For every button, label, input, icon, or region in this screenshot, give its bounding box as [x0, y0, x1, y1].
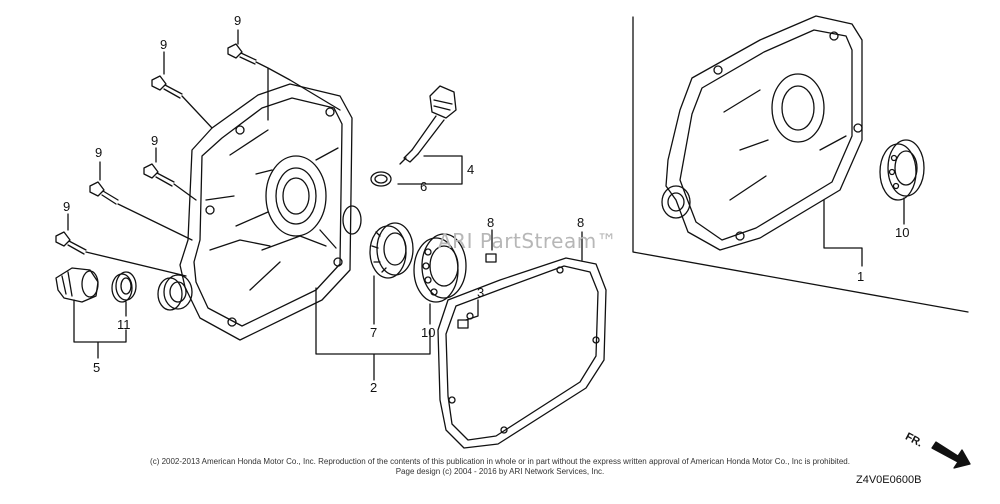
small-oil-seal: [111, 271, 137, 303]
inset-divider-line: [632, 16, 969, 313]
cover-boss: [157, 277, 183, 311]
bolt-2: [151, 75, 183, 99]
breather-cap: [55, 267, 99, 303]
callout-1-inset-cover: 1: [857, 269, 865, 284]
callout-10-bearing: 10: [421, 325, 436, 340]
callout-10-inset-bearing: 10: [895, 225, 910, 240]
callout-4-oil-filler: 4: [467, 162, 475, 177]
callout-9-bolt-lower: 9: [63, 199, 71, 214]
callout-3-gasket: 8: [577, 215, 585, 230]
callout-9-bolt-left: 9: [95, 145, 103, 160]
dowel-pin-lower: [457, 319, 469, 329]
front-direction-arrow: [931, 441, 971, 469]
bolt-1: [227, 43, 257, 65]
bolt-3: [143, 163, 175, 187]
callout-7-oil-seal: 7: [370, 325, 378, 340]
inset-crankcase-cover: [661, 15, 863, 251]
copyright-line-1: (c) 2002-2013 American Honda Motor Co., …: [150, 457, 850, 466]
bolt-4: [89, 181, 119, 205]
o-ring: [370, 171, 392, 187]
diagram-code: Z4V0E0600B: [856, 474, 922, 486]
callout-8-dowel-upper: 8: [487, 215, 495, 230]
callout-2-cover-assy: 2: [370, 380, 378, 395]
callout-9-bolt-upper-left: 9: [160, 37, 168, 52]
callout-9-bolt-middle: 9: [151, 133, 159, 148]
inset-ball-bearing: [879, 139, 925, 201]
ball-bearing: [413, 233, 467, 303]
bolt-5: [55, 231, 87, 255]
crankcase-cover: [163, 83, 362, 341]
callout-6-o-ring: 6: [420, 179, 428, 194]
dowel-pin-upper: [485, 253, 497, 263]
watermark-text: ARI PartStream™: [438, 229, 618, 253]
gasket: [437, 257, 607, 449]
copyright-line-2: Page design (c) 2004 - 2016 by ARI Netwo…: [395, 467, 605, 476]
callout-9-bolt-top: 9: [234, 13, 242, 28]
callout-5-breather: 5: [93, 360, 101, 375]
oil-seal: [369, 222, 414, 279]
callout-8-dowel-lower: 3: [477, 285, 485, 300]
oil-filler-cap: [399, 85, 457, 165]
callout-11-small-seal: 11: [117, 317, 131, 332]
